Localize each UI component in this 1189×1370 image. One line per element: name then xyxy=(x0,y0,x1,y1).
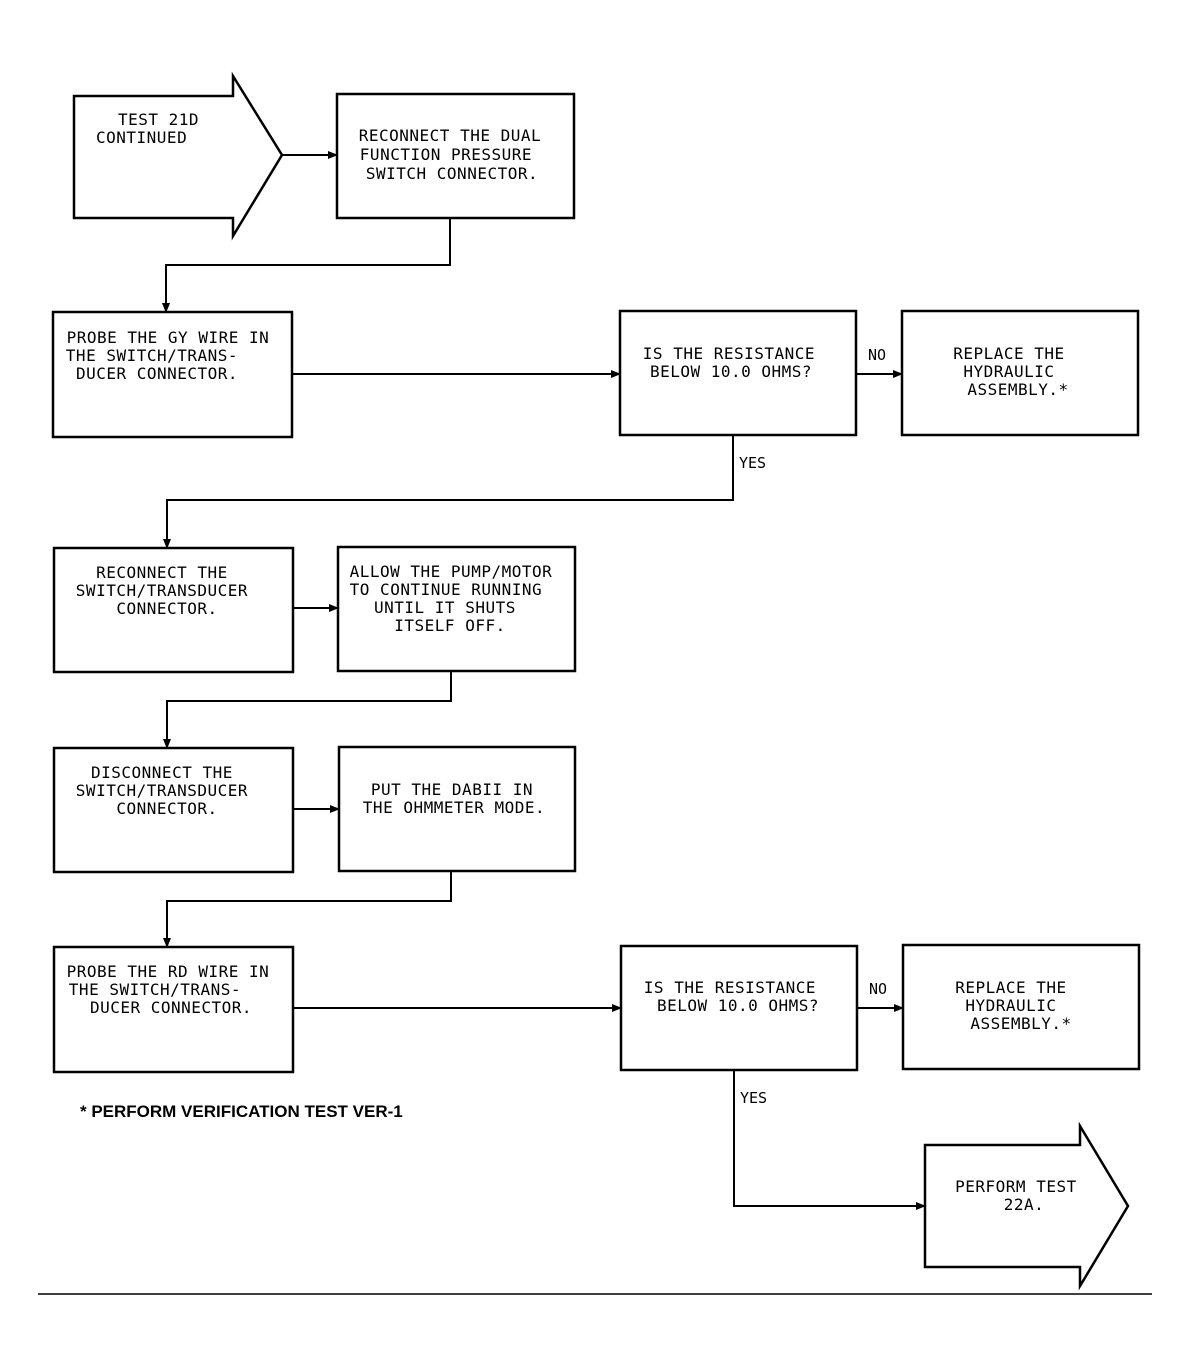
perform-22a-line: 22A. xyxy=(1004,1195,1045,1214)
probe-gy-line: PROBE THE GY WIRE IN xyxy=(67,328,270,347)
ohmmeter-line: PUT THE DABII IN xyxy=(371,780,533,799)
replace-2-line: ASSEMBLY.* xyxy=(970,1014,1071,1033)
perform-22a-label: PERFORM TEST 22A. xyxy=(955,1177,1087,1214)
probe-gy-line: THE SWITCH/TRANS- xyxy=(66,346,238,365)
footnote: * PERFORM VERIFICATION TEST VER-1 xyxy=(80,1102,403,1121)
decision-2-line: BELOW 10.0 OHMS? xyxy=(657,996,819,1015)
start-line: CONTINUED xyxy=(96,128,187,147)
connector-reconnect-to-probe-gy xyxy=(162,218,451,313)
reconnect-switch-label: RECONNECT THE SWITCH/TRANSDUCER CONNECTO… xyxy=(76,563,258,618)
reconnect-switch-line: CONNECTOR. xyxy=(116,599,217,618)
allow-pump-line: ITSELF OFF. xyxy=(394,616,505,635)
reconnect-switch-line: RECONNECT THE xyxy=(96,563,228,582)
probe-gy-box xyxy=(51,310,294,439)
replace-1-line: HYDRAULIC xyxy=(963,362,1054,381)
allow-pump-line: ALLOW THE PUMP/MOTOR xyxy=(350,562,553,581)
no-label-2: NO xyxy=(869,980,887,998)
reconnect-dual-box xyxy=(335,92,576,220)
ohmmeter-line: THE OHMMETER MODE. xyxy=(363,798,545,817)
replace-2-line: REPLACE THE xyxy=(955,978,1066,997)
start-arrow-shape xyxy=(72,71,284,241)
decision-2-line: IS THE RESISTANCE xyxy=(644,978,816,997)
replace-2-line: HYDRAULIC xyxy=(965,996,1056,1015)
connector-ohmmeter-to-probe-rd xyxy=(163,871,452,948)
connector-decision-2-yes xyxy=(733,1070,926,1210)
reconnect-dual-line: RECONNECT THE DUAL xyxy=(359,126,541,145)
reconnect-switch-line: SWITCH/TRANSDUCER xyxy=(76,581,248,600)
reconnect-switch-box xyxy=(52,546,295,674)
connector-allow-to-disconnect xyxy=(163,671,452,749)
replace-2-box xyxy=(901,943,1141,1071)
allow-pump-line: UNTIL IT SHUTS xyxy=(374,598,516,617)
replace-1-box xyxy=(900,309,1140,437)
yes-label-1: YES xyxy=(739,454,766,472)
probe-rd-line: PROBE THE RD WIRE IN xyxy=(67,962,270,981)
replace-1-line: REPLACE THE xyxy=(953,344,1064,363)
reconnect-dual-line: FUNCTION PRESSURE xyxy=(360,145,532,164)
probe-rd-label: PROBE THE RD WIRE IN THE SWITCH/TRANS- D… xyxy=(67,962,280,1017)
decision-1-line: BELOW 10.0 OHMS? xyxy=(650,362,812,381)
yes-label-2: YES xyxy=(740,1089,767,1107)
decision-2-box xyxy=(619,944,859,1072)
decision-1-box xyxy=(618,309,858,437)
decision-2-label: IS THE RESISTANCE BELOW 10.0 OHMS? xyxy=(644,978,826,1015)
disconnect-switch-box xyxy=(52,746,295,874)
no-label-1: NO xyxy=(868,346,886,364)
allow-pump-line: TO CONTINUE RUNNING xyxy=(350,580,543,599)
replace-1-line: ASSEMBLY.* xyxy=(967,380,1068,399)
disconnect-switch-label: DISCONNECT THE SWITCH/TRANSDUCER CONNECT… xyxy=(76,763,258,818)
perform-22a-arrow-shape xyxy=(923,1121,1130,1291)
replace-2-label: REPLACE THE HYDRAULIC ASSEMBLY.* xyxy=(955,978,1077,1033)
connector-decision-1-yes xyxy=(163,435,734,549)
decision-1-line: IS THE RESISTANCE xyxy=(643,344,815,363)
perform-22a-line: PERFORM TEST xyxy=(955,1177,1077,1196)
start-line: TEST 21D xyxy=(118,110,199,129)
probe-gy-line: DUCER CONNECTOR. xyxy=(76,364,238,383)
reconnect-dual-label: RECONNECT THE DUAL FUNCTION PRESSURE SWI… xyxy=(359,126,552,183)
probe-rd-line: THE SWITCH/TRANS- xyxy=(69,980,241,999)
replace-1-label: REPLACE THE HYDRAULIC ASSEMBLY.* xyxy=(953,344,1075,399)
probe-gy-label: PROBE THE GY WIRE IN THE SWITCH/TRANS- D… xyxy=(66,328,280,383)
probe-rd-box xyxy=(52,945,295,1074)
disconnect-switch-line: DISCONNECT THE xyxy=(91,763,233,782)
decision-1-label: IS THE RESISTANCE BELOW 10.0 OHMS? xyxy=(643,344,825,381)
start-label: TEST 21D CONTINUED xyxy=(96,110,209,147)
disconnect-switch-line: SWITCH/TRANSDUCER xyxy=(76,781,248,800)
ohmmeter-label: PUT THE DABII IN THE OHMMETER MODE. xyxy=(363,780,545,817)
probe-rd-line: DUCER CONNECTOR. xyxy=(90,998,252,1017)
disconnect-switch-line: CONNECTOR. xyxy=(116,799,217,818)
allow-pump-label: ALLOW THE PUMP/MOTOR TO CONTINUE RUNNING… xyxy=(350,562,563,635)
reconnect-dual-line: SWITCH CONNECTOR. xyxy=(366,164,538,183)
